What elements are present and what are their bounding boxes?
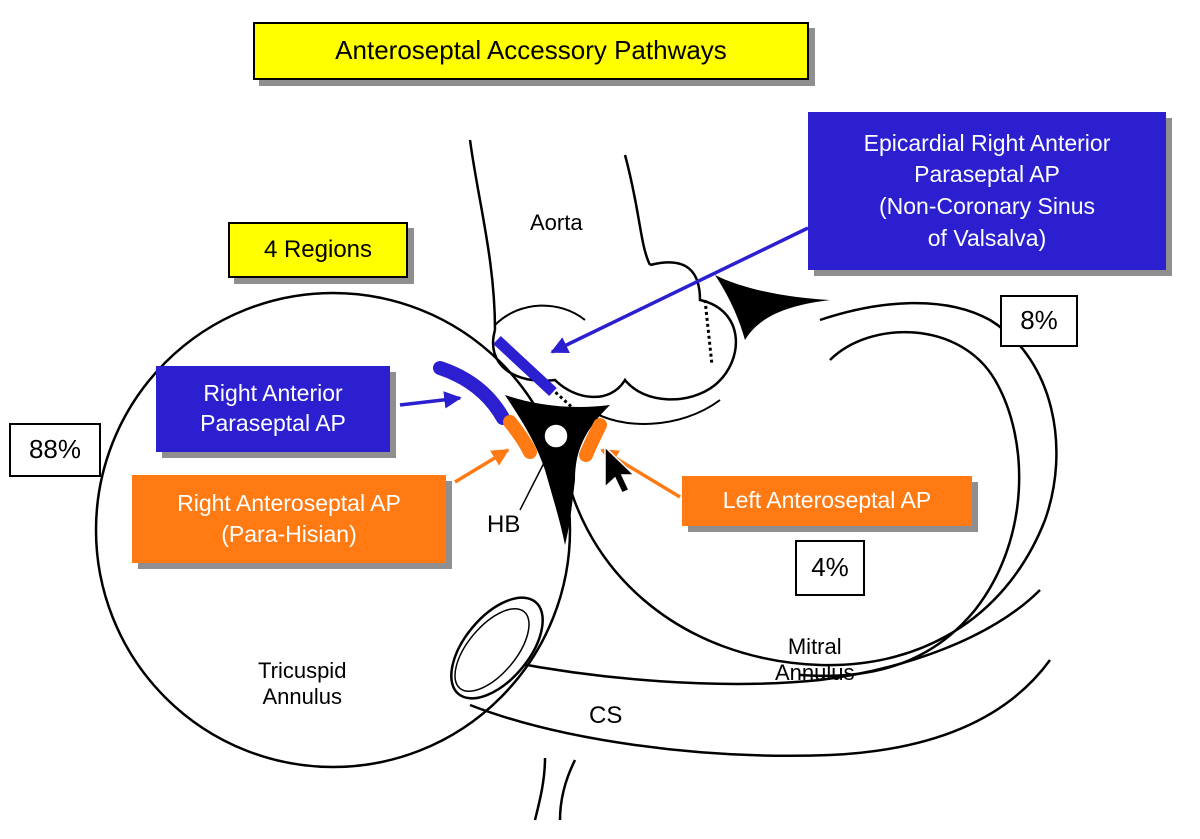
coronary-sinus-lower [469, 659, 1052, 758]
epicardial-line-4: of Valsalva) [927, 224, 1047, 251]
right-anteroseptal-ap-callout: Right Anteroseptal AP (Para-Hisian) [132, 475, 446, 563]
aorta-left-wall [468, 139, 497, 331]
right-anterior-paraseptal-ap-callout: Right Anterior Paraseptal AP [156, 366, 390, 452]
rapap-line-1: Right Anterior [203, 380, 343, 407]
right-anterior-paraseptal-ap-marker [433, 361, 510, 425]
right-anteroseptal-ap-marker [503, 415, 537, 459]
right-anterior-paraseptal-arrow [399, 391, 462, 409]
aorta-label: Aorta [530, 210, 583, 235]
left-anteroseptal-ap-callout: Left Anteroseptal AP [682, 476, 972, 526]
rasap-line-2: (Para-Hisian) [221, 521, 357, 547]
tricuspid-annulus-outline [94, 291, 572, 769]
coronary-sinus-branch-1 [533, 757, 547, 821]
left-anteroseptal-ap-marker [579, 418, 607, 462]
epicardial-arrow [550, 226, 809, 354]
tricuspid-label-line-1: Tricuspid [258, 658, 347, 683]
left-anteroseptal-percent-box: 4% [795, 540, 865, 596]
regions-label-box: 4 Regions [228, 222, 408, 278]
tricuspid-annulus-label: Tricuspid Annulus [258, 658, 346, 711]
mitral-annulus-label: Mitral Annulus [775, 634, 855, 687]
hb-pointer-line [519, 454, 549, 511]
epicardial-percent: 8% [1020, 305, 1058, 336]
cs-label: CS [589, 702, 623, 729]
regions-label-text: 4 Regions [263, 235, 373, 263]
diagram-title: Anteroseptal Accessory Pathways [253, 22, 809, 80]
mitral-label-line-2: Annulus [775, 660, 855, 686]
epicardial-ap-marker [493, 335, 557, 397]
aortic-root-lower [589, 399, 721, 425]
epicardial-percent-box: 8% [1000, 295, 1078, 347]
mitral-label-line-1: Mitral [787, 634, 842, 659]
central-fibrous-body [505, 395, 610, 545]
hb-label: HB [487, 511, 521, 538]
diagram-title-text: Anteroseptal Accessory Pathways [335, 35, 727, 66]
coronary-sinus-ostium-inner [454, 607, 530, 693]
left-fibrous-trigone [715, 275, 830, 340]
epicardial-line-2: Paraseptal AP [914, 161, 1060, 188]
dashed-commissure-2 [703, 299, 714, 366]
coronary-sinus-ostium [450, 596, 544, 700]
tricuspid-label-line-2: Annulus [262, 684, 342, 710]
lasap-percent: 4% [811, 552, 849, 583]
mouse-cursor-icon [604, 445, 636, 494]
coronary-sinus-branch-2 [558, 759, 577, 821]
epicardial-ap-callout: Epicardial Right Anterior Paraseptal AP … [808, 112, 1166, 270]
coronary-sinus-upper [499, 589, 1041, 686]
rasap-line-1: Right Anteroseptal AP [177, 489, 401, 516]
epicardial-line-3: (Non-Coronary Sinus [878, 193, 1096, 219]
aortic-root-inner [494, 304, 586, 326]
right-anteroseptal-arrow [454, 448, 510, 484]
right-anterior-paraseptal-percent-box: 88% [9, 423, 101, 477]
mitral-annulus-outline [558, 301, 1058, 667]
rapap-percent: 88% [28, 434, 82, 465]
epicardial-line-1: Epicardial Right Anterior [863, 129, 1111, 156]
aorta-right-wall [623, 154, 652, 266]
his-bundle-opening [543, 423, 569, 449]
rapap-line-2: Paraseptal AP [200, 410, 346, 436]
aortic-root-lobes [491, 261, 738, 401]
lasap-line-1: Left Anteroseptal AP [722, 487, 932, 514]
